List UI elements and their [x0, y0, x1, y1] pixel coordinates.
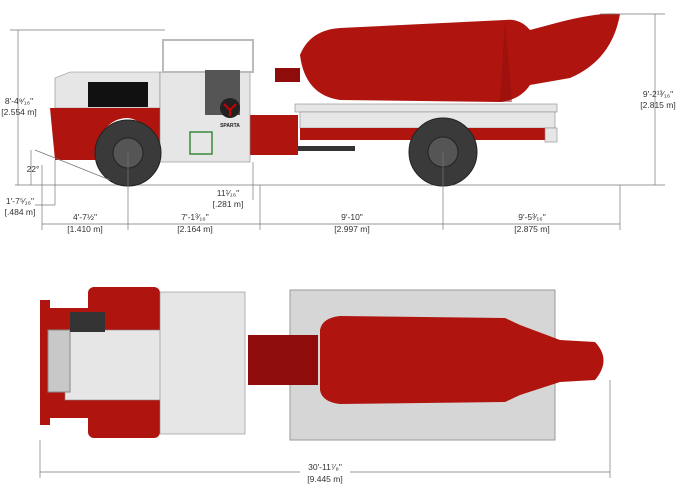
sparta-logo-icon: [220, 98, 240, 118]
cab-height-metric: [2.554 m]: [1, 107, 36, 117]
ground-clearance-metric: [.281 m]: [213, 199, 244, 209]
articulation-to-rear-axle-imperial: 9'-10": [341, 212, 363, 222]
front-overhang-height-metric: [.484 m]: [5, 207, 36, 217]
front-bumper: [40, 300, 50, 425]
ground-clearance-imperial: 11¹⁄₁₆": [217, 188, 239, 198]
front-overhang-height-imperial: 1'-7⁵⁄₁₆": [6, 196, 34, 206]
overall-length-imperial: 30'-11⁷⁄₈": [308, 462, 342, 472]
articulation-joint: [250, 115, 298, 155]
approach-angle: 22°: [27, 164, 40, 174]
mixer-drum: [275, 13, 620, 103]
engine-grille: [88, 82, 148, 107]
drum-motor: [275, 68, 300, 82]
axle-to-articulation-metric: [2.164 m]: [177, 224, 212, 234]
brand-logo: SPARTA: [220, 123, 240, 129]
rear-overhang-metric: [2.875 m]: [514, 224, 549, 234]
overall-length-metric: [9.445 m]: [307, 474, 342, 484]
side-view: SPARTA 8'-4⁹⁄₁₆" [2.554 m] 9'-2¹³⁄₁₆" [2…: [1, 13, 676, 234]
front-to-axle-metric: [1.410 m]: [67, 224, 102, 234]
front-to-axle-imperial: 4'-7½": [73, 212, 97, 222]
front-unit: SPARTA: [50, 39, 254, 163]
overall-height-imperial: 9'-2¹³⁄₁₆": [643, 89, 673, 99]
cab-rops: [162, 39, 254, 73]
articulation-top: [248, 335, 318, 385]
overall-height-metric: [2.815 m]: [640, 100, 675, 110]
cab-top: [159, 291, 246, 435]
cab-height-imperial: 8'-4⁹⁄₁₆": [5, 96, 33, 106]
mixer-drum-top: [320, 316, 604, 404]
top-view: 30'-11⁷⁄₈" [9.445 m]: [39, 287, 611, 484]
rear-overhang-imperial: 9'-5³⁄₁₆": [518, 212, 545, 222]
axle-to-articulation-imperial: 7'-1³⁄₁₆": [181, 212, 208, 222]
articulation-to-rear-axle-metric: [2.997 m]: [334, 224, 369, 234]
